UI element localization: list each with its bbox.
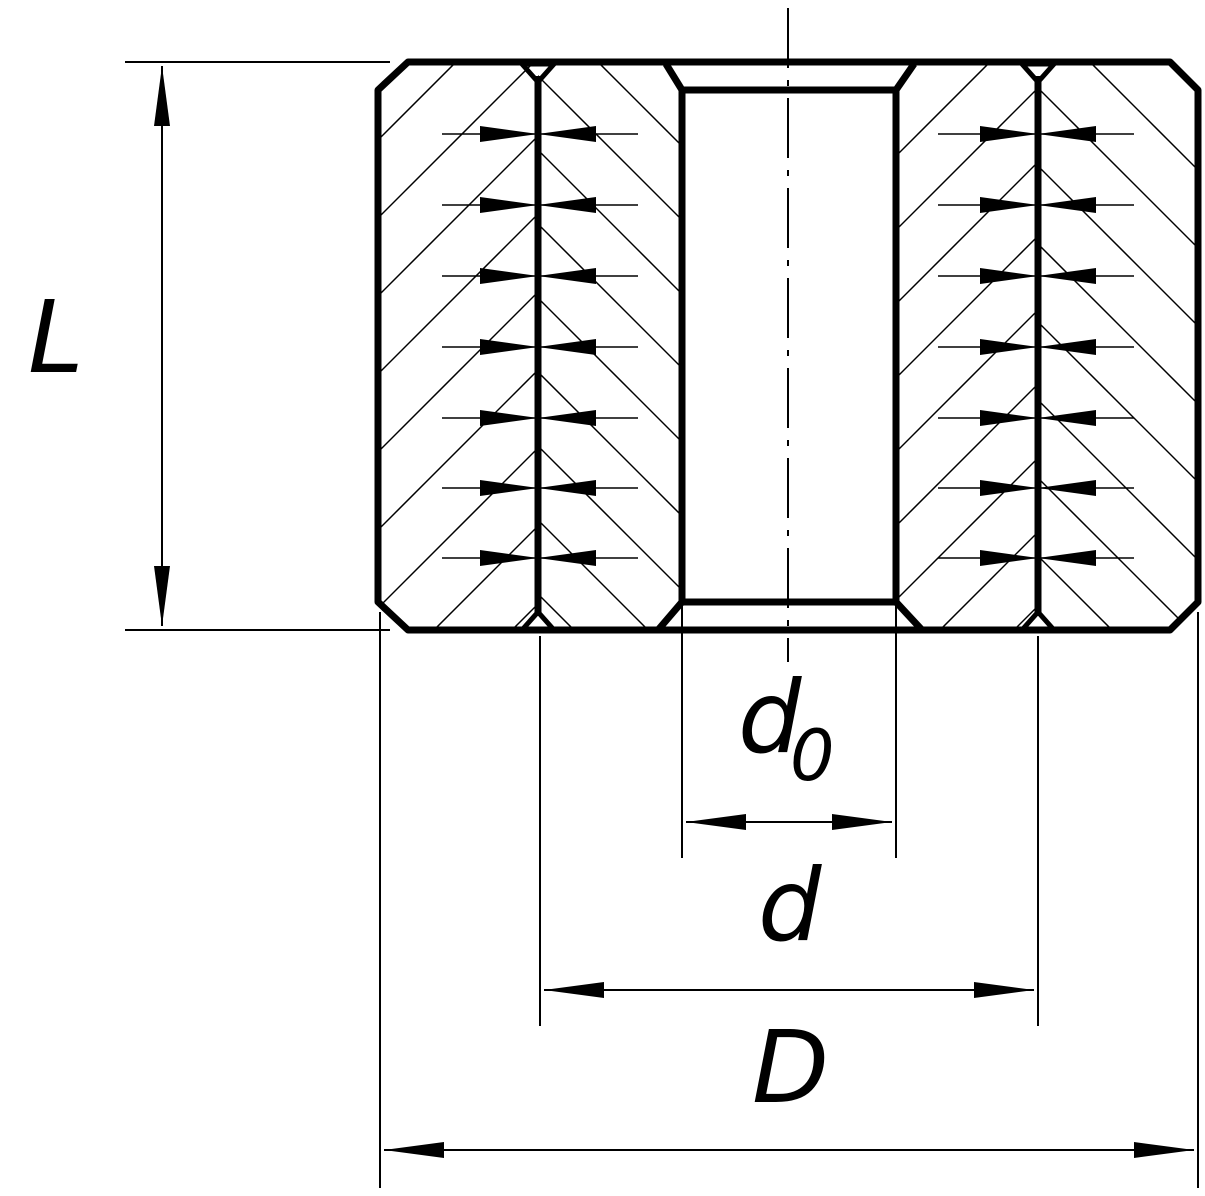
hatch-line (896, 62, 1031, 630)
arrowhead (538, 197, 596, 213)
hatch-line (1038, 62, 1198, 289)
arrowhead (980, 480, 1038, 496)
hatch-line (896, 62, 1038, 630)
arrowhead (538, 550, 596, 566)
hatch-line (538, 62, 682, 261)
hatch-line (538, 405, 682, 630)
arrowhead (980, 550, 1038, 566)
bore-bottom-chamfer (655, 598, 925, 633)
right-boundary-bottom-notch (1016, 608, 1060, 633)
bore-top-chamfer (663, 62, 917, 94)
arrowhead (480, 339, 538, 355)
hatch-line (378, 62, 497, 630)
left-inner-hatching (538, 62, 682, 630)
arrowhead (1038, 480, 1096, 496)
arrowhead (538, 339, 596, 355)
arrowhead (1038, 197, 1096, 213)
hatch-line (896, 62, 1038, 630)
bore-outline (678, 86, 900, 606)
arrowhead (1038, 126, 1096, 142)
hatch-line (1038, 203, 1198, 445)
hatch-line (896, 62, 1038, 630)
hatch-line (538, 183, 682, 409)
hatch-line (1038, 281, 1198, 523)
arrowhead (480, 197, 538, 213)
arrowhead (1038, 339, 1096, 355)
arrowhead (1038, 410, 1096, 426)
pressure-arrows (442, 126, 1134, 566)
bushing-outer-outline (374, 58, 1202, 634)
hatch-line (378, 62, 538, 630)
inner-diameter-label: d (758, 847, 822, 964)
arrowhead (480, 550, 538, 566)
arrowhead (480, 480, 538, 496)
arrowhead (980, 339, 1038, 355)
hatch-line (378, 62, 538, 630)
arrowhead (980, 410, 1038, 426)
arrowhead (1038, 550, 1096, 566)
outer-diameter-label: D (752, 1009, 829, 1126)
arrowhead (480, 268, 538, 284)
bore-dimension: d 0 (681, 606, 897, 858)
hatch-line (1038, 359, 1198, 601)
arrowhead (980, 197, 1038, 213)
arrowhead (538, 480, 596, 496)
hatch-line (538, 257, 682, 483)
hatch-line (378, 62, 538, 630)
hatch-line (1038, 125, 1198, 367)
hatch-line (538, 62, 682, 187)
arrowhead (538, 126, 596, 142)
hatch-line (538, 109, 682, 335)
inner-diameter-dimension: d (539, 636, 1039, 1026)
bore-subscript: 0 (790, 715, 835, 797)
arrowhead (538, 410, 596, 426)
hatch-line (896, 62, 1038, 630)
left-boundary-top-notch (516, 61, 560, 86)
hatch-line (538, 479, 682, 630)
hatch-line (538, 553, 682, 630)
hatch-line (538, 627, 682, 630)
arrowhead (1038, 268, 1096, 284)
arrowhead (538, 268, 596, 284)
arrowhead (480, 410, 538, 426)
arrowhead (980, 126, 1038, 142)
length-dimension: L (28, 61, 390, 631)
left-boundary-bottom-notch (516, 608, 560, 633)
hatch-line (1038, 62, 1198, 211)
hatch-line (538, 62, 682, 113)
arrowhead (980, 268, 1038, 284)
bore-label: d (738, 659, 802, 776)
hatch-line (1038, 515, 1198, 630)
outer-diameter-dimension: D (379, 612, 1199, 1188)
length-label: L (28, 279, 84, 396)
hatch-line (538, 331, 682, 557)
right-boundary-top-notch (1016, 61, 1060, 86)
arrowhead (480, 126, 538, 142)
